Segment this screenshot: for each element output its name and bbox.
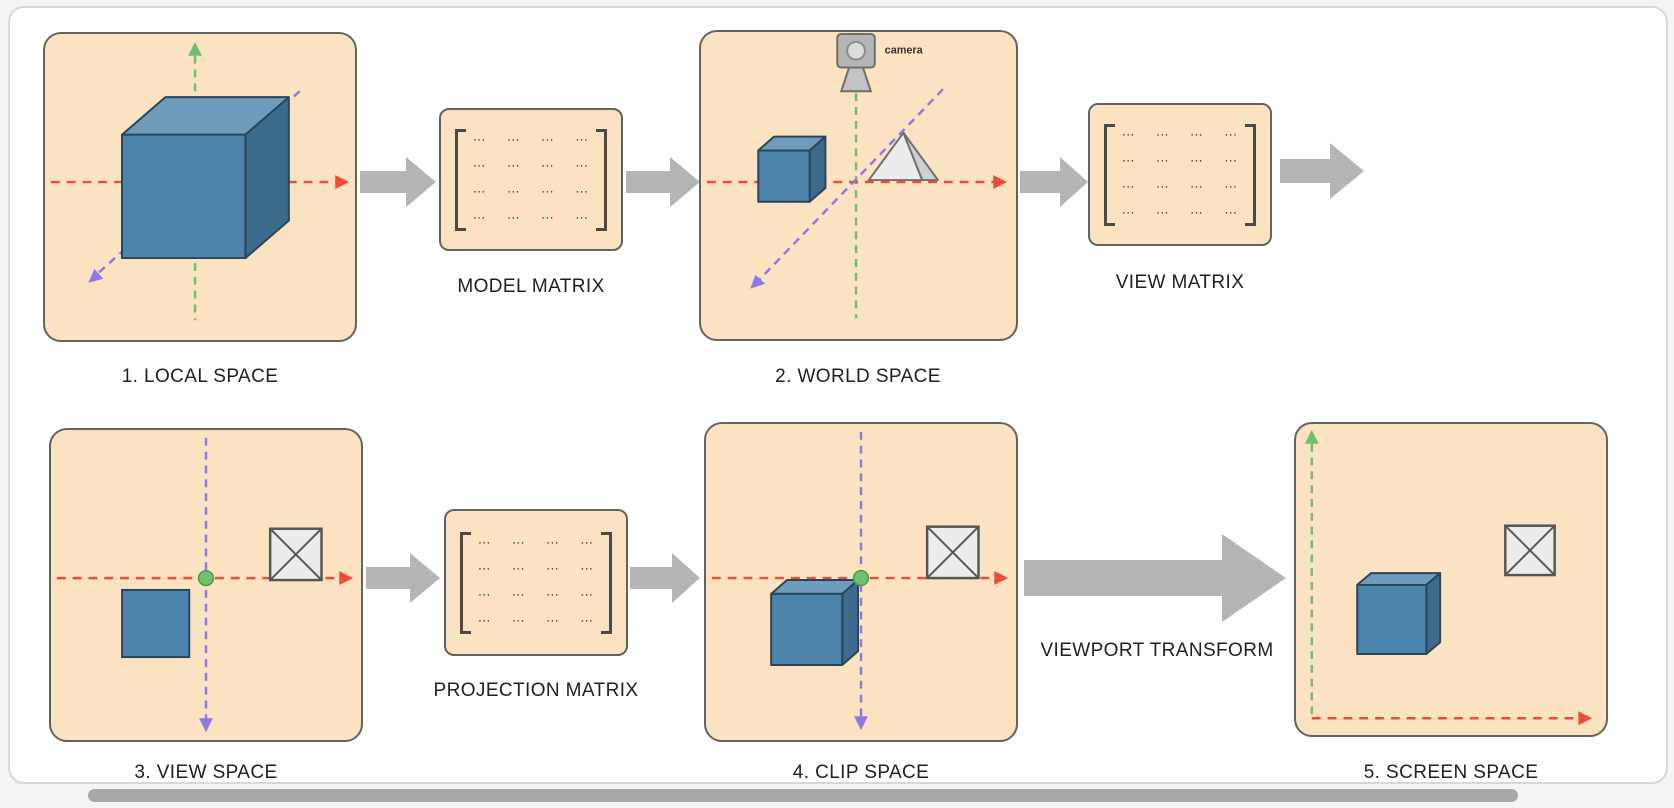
cube-3d-icon [121,96,290,260]
matrix-row: ⋯ ⋯ ⋯ ⋯ [1121,153,1239,169]
label-view-matrix: VIEW MATRIX [1115,272,1245,293]
horizontal-scrollbar-thumb[interactable] [88,789,1518,802]
matrix-bracket-right-icon [601,531,612,634]
model-matrix-box: ⋯ ⋯ ⋯ ⋯ ⋯ ⋯ ⋯ ⋯ ⋯ ⋯ ⋯ ⋯ ⋯ ⋯ ⋯ ⋯ [439,108,623,251]
matrix-row: ⋯ ⋯ ⋯ ⋯ [472,210,590,226]
view-matrix-box: ⋯ ⋯ ⋯ ⋯ ⋯ ⋯ ⋯ ⋯ ⋯ ⋯ ⋯ ⋯ ⋯ ⋯ ⋯ ⋯ [1088,103,1272,246]
label-viewport-transform: VIEWPORT TRANSFORM [1040,640,1274,661]
flow-arrow-icon [366,553,440,603]
label-model-matrix: MODEL MATRIX [457,276,605,297]
world-space-graphic: camera [706,32,1008,319]
panel-screen-space [1294,422,1608,737]
matrix-row: ⋯ ⋯ ⋯ ⋯ [477,613,595,629]
matrix-row: ⋯ ⋯ ⋯ ⋯ [477,561,595,577]
matrix-row: ⋯ ⋯ ⋯ ⋯ [477,587,595,603]
matrix-bracket-right-icon [596,128,607,231]
local-space-graphic [50,41,350,321]
textured-quad-icon [1504,524,1556,577]
projection-matrix-box: ⋯ ⋯ ⋯ ⋯ ⋯ ⋯ ⋯ ⋯ ⋯ ⋯ ⋯ ⋯ ⋯ ⋯ ⋯ ⋯ [444,509,628,656]
origin-dot-icon [197,569,215,587]
cube-3d-icon [770,579,860,666]
viewport-transform-arrow-icon [1024,534,1286,622]
square-2d-icon [121,588,191,659]
panel-view-space [49,428,363,742]
view-space-graphic [56,437,354,733]
pyramid-icon [867,131,939,182]
clip-space-graphic [711,431,1009,731]
matrix-row: ⋯ ⋯ ⋯ ⋯ [1121,179,1239,195]
matrix-bracket-left-icon [460,531,471,634]
matrix-cells: ⋯ ⋯ ⋯ ⋯ ⋯ ⋯ ⋯ ⋯ ⋯ ⋯ ⋯ ⋯ ⋯ ⋯ ⋯ ⋯ [471,535,601,629]
textured-quad-icon [925,525,980,580]
matrix-row: ⋯ ⋯ ⋯ ⋯ [477,535,595,551]
label-clip-space: 4. CLIP SPACE [792,762,930,783]
matrix-row: ⋯ ⋯ ⋯ ⋯ [472,184,590,200]
matrix-row: ⋯ ⋯ ⋯ ⋯ [1121,205,1239,221]
flow-arrow-icon [1280,143,1364,199]
flow-arrow-icon [630,553,700,603]
panel-local-space [43,32,357,342]
cube-3d-icon [1356,572,1442,656]
label-screen-space: 5. SCREEN SPACE [1363,762,1539,783]
label-view-space: 3. VIEW SPACE [134,762,278,783]
y-axis [1304,429,1319,719]
camera-label: camera [885,45,924,57]
matrix-row: ⋯ ⋯ ⋯ ⋯ [472,158,590,174]
matrix-cells: ⋯ ⋯ ⋯ ⋯ ⋯ ⋯ ⋯ ⋯ ⋯ ⋯ ⋯ ⋯ ⋯ ⋯ ⋯ ⋯ [1115,127,1245,221]
matrix-row: ⋯ ⋯ ⋯ ⋯ [1121,127,1239,143]
matrix-row: ⋯ ⋯ ⋯ ⋯ [472,132,590,148]
screen-space-graphic [1304,429,1593,726]
camera-icon [836,32,876,93]
matrix-bracket-left-icon [1104,123,1115,226]
matrix-bracket-right-icon [1245,123,1256,226]
label-local-space: 1. LOCAL SPACE [121,366,279,387]
flow-arrow-icon [626,157,700,207]
matrix-bracket-left-icon [455,128,466,231]
textured-quad-icon [268,527,323,582]
origin-dot-icon [852,569,870,587]
label-projection-matrix: PROJECTION MATRIX [433,680,639,701]
z-axis [750,88,944,289]
panel-world-space: camera [699,30,1018,341]
panel-clip-space [704,422,1018,742]
label-world-space: 2. WORLD SPACE [775,366,941,387]
matrix-cells: ⋯ ⋯ ⋯ ⋯ ⋯ ⋯ ⋯ ⋯ ⋯ ⋯ ⋯ ⋯ ⋯ ⋯ ⋯ ⋯ [466,132,596,226]
x-axis [706,175,1008,189]
flow-arrow-icon [1020,157,1088,207]
x-axis [1311,711,1593,726]
cube-3d-icon [757,135,827,203]
flow-arrow-icon [360,157,436,207]
